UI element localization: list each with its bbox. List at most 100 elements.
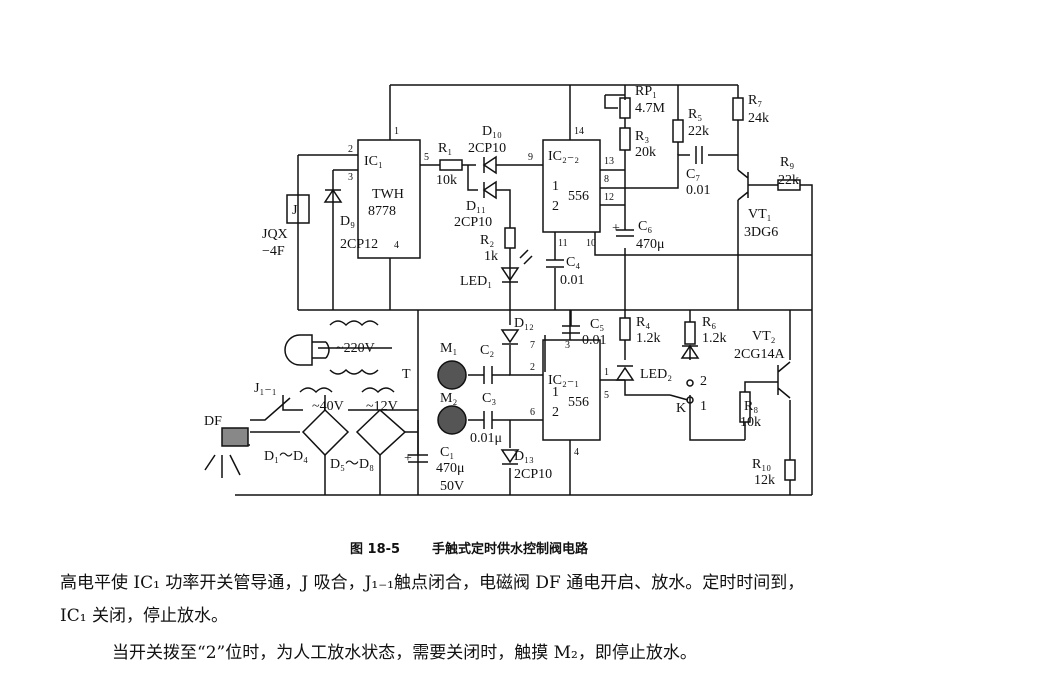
r10-value: 12k <box>754 473 775 488</box>
r9-value: 22k <box>778 173 799 188</box>
d13-label: D₁₃ <box>514 449 534 464</box>
figure-number: 图 18-5 <box>350 542 400 557</box>
ic2-2-pin13: 13 <box>604 156 614 167</box>
c4-label: C₄ <box>566 255 580 270</box>
transformer-t <box>299 320 395 394</box>
body-line-2: IC₁ 关闭，停止放水。 <box>60 606 228 626</box>
c4-capacitor <box>546 259 564 268</box>
r7-value: 24k <box>748 111 769 126</box>
c6-value: 470μ <box>636 237 665 252</box>
c7-label: C₇ <box>686 167 700 182</box>
switch-label: K <box>676 401 686 416</box>
r5-resistor <box>672 119 684 143</box>
r2-label: R₂ <box>480 233 494 248</box>
c3-value: 0.01μ <box>470 431 502 446</box>
r5-label: R₅ <box>688 107 702 122</box>
m2-touch-plate[interactable] <box>437 405 467 435</box>
vt2-part: 2CG14A <box>734 347 785 362</box>
contact-label: J₁₋₁ <box>254 381 277 396</box>
bridge1-label: D₁～D₄ <box>264 449 308 464</box>
ic2-1-part: 556 <box>568 395 589 410</box>
switch-k-lever[interactable] <box>669 394 689 401</box>
ic1-block <box>357 139 421 259</box>
relay-model1: JQX <box>262 227 288 242</box>
mains-label: ~220V <box>336 341 375 356</box>
rp1-potentiometer <box>619 97 631 119</box>
solenoid-valve-df <box>204 427 249 478</box>
switch-pos2-contact[interactable] <box>686 379 694 387</box>
vt1-transistor <box>737 169 760 201</box>
ic2-1-ref: IC₂₋₁ <box>548 373 579 388</box>
vt2-label: VT₂ <box>752 329 776 344</box>
c1-label: C₁ <box>440 445 454 460</box>
relay-label: J <box>292 203 298 218</box>
r6-value: 1.2k <box>702 331 727 346</box>
sec1-label: ~40V <box>312 399 344 414</box>
switch-pos1: 1 <box>700 399 707 414</box>
r5-value: 22k <box>688 124 709 139</box>
transformer-label: T <box>402 367 411 382</box>
relay-coil <box>286 194 310 224</box>
rp1-value: 4.7M <box>635 101 666 116</box>
ic2-1-frac-den: 2 <box>552 405 559 420</box>
ic2-1-pin5: 5 <box>604 390 609 401</box>
c5-label: C₅ <box>590 317 604 332</box>
sec2-label: ~12V <box>366 399 398 414</box>
r3-label: R₃ <box>635 129 649 144</box>
ic2-2-pin8: 8 <box>604 174 609 185</box>
c3-capacitor <box>483 411 493 429</box>
m1-touch-plate[interactable] <box>437 360 467 390</box>
bridge-d1-d4 <box>301 408 350 457</box>
vt1-part: 3DG6 <box>744 225 778 240</box>
r2-resistor <box>504 227 516 249</box>
bridge-d5-d8 <box>355 408 407 457</box>
ic2-1-pin4: 4 <box>574 447 579 458</box>
ic1-pin5: 5 <box>424 152 429 163</box>
rp1-label: RP₁ <box>635 84 657 99</box>
body-line-3: 当开关拨至“2”位时，为人工放水状态，需要关闭时，触摸 M₂，即停止放水。 <box>112 643 697 663</box>
c5-value: 0.01 <box>582 333 607 348</box>
r10-resistor <box>784 459 796 481</box>
r4-label: R₄ <box>636 315 650 330</box>
vt2-transistor <box>770 361 791 399</box>
c6-label: C₆ <box>638 219 652 234</box>
led1-diode <box>500 267 520 283</box>
ic2-1-pin2: 2 <box>530 362 535 373</box>
d9-label: D₉ <box>340 214 355 229</box>
ic1-part: TWH <box>372 187 404 202</box>
r1-label: R₁ <box>438 141 452 156</box>
r6-resistor <box>684 321 696 345</box>
r8-label: R₈ <box>744 399 758 414</box>
ic2-2-pin12: 12 <box>604 192 614 203</box>
switch-pos2: 2 <box>700 374 707 389</box>
c2-capacitor <box>483 366 493 384</box>
d12-diode <box>500 329 520 345</box>
ic2-2-frac-den: 2 <box>552 199 559 214</box>
ic2-2-part: 556 <box>568 189 589 204</box>
r4-value: 1.2k <box>636 331 661 346</box>
component-labels: IC₁ TWH 8778 1 2 3 4 5 IC₂₋₂ 1 2 556 14 … <box>204 84 799 494</box>
ic2-1-pin6: 6 <box>530 407 535 418</box>
ic2-2-pin14: 14 <box>574 126 584 137</box>
circuit-diagram: IC₁ TWH 8778 1 2 3 4 5 IC₂₋₂ 1 2 556 14 … <box>204 84 813 557</box>
c1-plus: + <box>404 451 412 466</box>
r9-resistor <box>777 179 801 191</box>
vt1-label: VT₁ <box>748 207 772 222</box>
ic2-1-pin7: 7 <box>530 340 535 351</box>
d11-diode <box>482 180 497 200</box>
d11-label: D₁₁ <box>466 199 486 214</box>
ic2-2-pin9: 9 <box>528 152 533 163</box>
ic1-part2: 8778 <box>368 204 396 219</box>
d10-diode <box>482 155 497 175</box>
ic2-2-frac-num: 1 <box>552 179 559 194</box>
c7-capacitor <box>695 146 703 164</box>
d10-label: D₁₀ <box>482 124 502 139</box>
r9-label: R₉ <box>780 155 794 170</box>
d11-part: 2CP10 <box>454 215 492 230</box>
bridge2-label: D₅～D₈ <box>330 457 374 472</box>
c6-capacitor <box>616 229 634 237</box>
r3-resistor <box>619 127 631 151</box>
r7-label: R₇ <box>748 93 762 108</box>
r8-resistor <box>739 391 751 423</box>
ic2-1-pin1: 1 <box>604 367 609 378</box>
